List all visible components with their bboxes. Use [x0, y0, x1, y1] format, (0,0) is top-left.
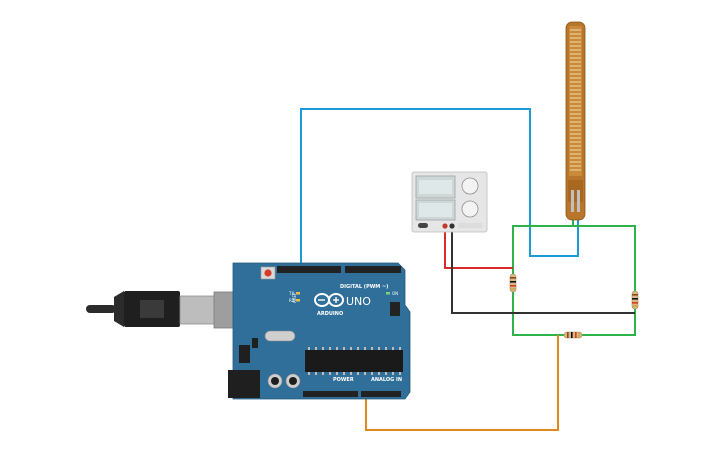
multimeter[interactable] — [411, 171, 488, 233]
wire-black[interactable] — [451, 228, 635, 314]
analog-label: ANALOG IN — [371, 377, 402, 383]
wire-orange[interactable] — [365, 335, 559, 431]
model-label: UNO — [346, 295, 371, 308]
rx-led — [296, 299, 300, 302]
resistor-right[interactable] — [631, 290, 639, 310]
svg-text:TX: TX — [288, 291, 294, 296]
reset-button[interactable] — [264, 269, 272, 277]
probe-black-terminal[interactable] — [449, 223, 455, 229]
power-jack[interactable] — [228, 370, 260, 398]
atmega-chip — [305, 350, 403, 372]
brand-label: ARDUINO — [317, 311, 343, 317]
probe-red-terminal[interactable] — [442, 223, 448, 229]
usb-cable — [86, 291, 259, 329]
on-led — [386, 292, 390, 295]
resistor-left[interactable] — [509, 273, 517, 293]
crystal-oscillator — [264, 330, 296, 342]
digital-label: DIGITAL (PWM ~) — [340, 284, 388, 290]
arduino-uno-board[interactable]: AREF DIGITAL (PWM ~) UNO ARDUINO TX RX O… — [228, 262, 411, 400]
wire-blue[interactable] — [300, 108, 579, 268]
svg-text:AREF: AREF — [292, 292, 297, 303]
svg-text:ON: ON — [392, 291, 398, 296]
flex-sensor[interactable] — [565, 21, 586, 221]
knob-icon[interactable] — [461, 177, 479, 195]
resistor-bottom[interactable] — [563, 331, 583, 339]
wire-red[interactable] — [444, 228, 513, 269]
svg-text:RX: RX — [289, 298, 295, 303]
tx-led — [296, 292, 300, 295]
power-label: POWER — [333, 377, 354, 383]
wire-green[interactable] — [512, 212, 636, 336]
knob-icon[interactable] — [461, 200, 479, 218]
arduino-logo — [314, 293, 344, 307]
